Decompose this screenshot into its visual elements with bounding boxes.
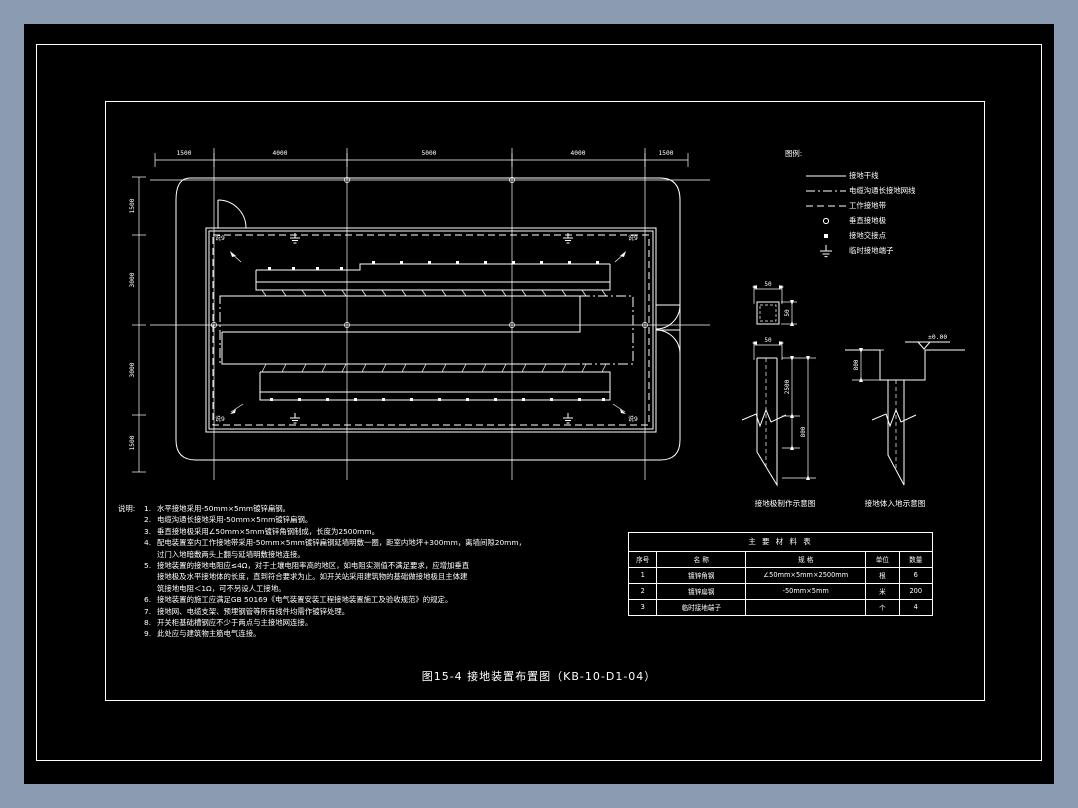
legend-label: 工作接地带 (849, 201, 886, 210)
note-number: 6. (144, 595, 152, 605)
cell-index: 1 (627, 567, 658, 584)
note-row: 7. 接地网、电缆支架、预埋钢管等所有线件均需作镀锌处理。 (118, 606, 618, 617)
note-text-cont: 过门入地暗敷两头上翻与延墙明敷接地连接。 (157, 549, 305, 559)
cell-qty: 4 (898, 599, 934, 616)
plan-marker-top-left: 说9 (215, 235, 225, 242)
legend-label: 电缆沟通长接地网线 (849, 186, 916, 195)
drawing-frame (105, 101, 985, 701)
note-text: 开关柜基础槽钢应不少于两点与主接地网连接。 (157, 618, 313, 628)
legend-item-main-earth-trunk: 接地干线 (803, 168, 916, 183)
cell-name: 临时接地端子 (656, 599, 747, 616)
cell-unit: 根 (865, 567, 900, 584)
column-header-name: 名 称 (656, 551, 747, 568)
cell-qty: 6 (898, 567, 934, 584)
note-number: 7. (144, 606, 152, 616)
note-row: 9. 此处应与建筑物主筋电气连接。 (118, 628, 618, 639)
column-header-spec: 规 格 (745, 551, 867, 568)
cell-index: 2 (627, 583, 658, 600)
legend-label: 临时接地端子 (849, 246, 894, 255)
legend-label: 垂直接地极 (849, 216, 886, 225)
cell-index: 3 (627, 599, 658, 616)
solid-line-icon (803, 168, 849, 183)
legend-item-cable-trench-ground-line: 电缆沟通长接地网线 (803, 183, 916, 198)
note-number: 9. (144, 629, 152, 639)
notes-block: 说明: 1. 水平接地采用-50mm×5mm镀锌扁钢。 2. 电缆沟通长接地采用… (118, 503, 618, 640)
cell-name: 镀锌角钢 (656, 567, 747, 584)
cell-unit: 个 (865, 599, 900, 616)
cell-unit: 米 (865, 583, 900, 600)
note-row: 3. 垂直接地极采用∠50mm×5mm镀锌角钢制成，长度为2500mm。 (118, 526, 618, 537)
cell-name: 镀锌扁钢 (656, 583, 747, 600)
note-number: 5. (144, 561, 152, 571)
cell-spec (745, 599, 867, 616)
table-header-row: 序号 名 称 规 格 单位 数量 (627, 551, 934, 568)
legend-title: 图例: (785, 149, 803, 158)
plan-marker-bottom-left: 说9 (215, 416, 225, 423)
cell-spec: -50mm×5mm (745, 583, 867, 600)
square-dot-icon (803, 228, 849, 243)
legend-label: 接地干线 (849, 171, 879, 180)
dashed-line-icon (803, 198, 849, 213)
plan-marker-bottom-right: 说9 (628, 416, 638, 423)
note-text: 接地网、电缆支架、预埋钢管等所有线件均需作镀锌处理。 (157, 606, 350, 616)
legend-label: 接地交接点 (849, 231, 886, 240)
note-text: 电缆沟通长接地采用-50mm×5mm镀锌扁钢。 (157, 515, 313, 525)
note-number: 1. (144, 504, 152, 513)
note-number: 4. (144, 538, 152, 548)
table-caption-row: 主 要 材 料 表 (628, 532, 933, 552)
legend: 图例: 接地干线 电缆沟通长接地网线 工作接地带 垂直接地极 (785, 148, 916, 258)
note-number: 2. (144, 515, 152, 525)
materials-table: 主 要 材 料 表 序号 名 称 规 格 单位 数量 1 镀锌角钢 ∠50mm×… (627, 532, 934, 616)
legend-item-vertical-electrode: 垂直接地极 (803, 213, 916, 228)
note-text: 水平接地采用-50mm×5mm镀锌扁钢。 (157, 504, 291, 513)
sheet-frame (36, 44, 1042, 761)
note-row: 5. 接地装置的接地电阻应≤4Ω，对于土壤电阻率高的地区，如电阻实测值不满足要求… (118, 560, 618, 571)
note-number: 8. (144, 618, 152, 628)
note-row: 8. 开关柜基础槽钢应不少于两点与主接地网连接。 (118, 617, 618, 628)
legend-item-temporary-earth-terminal: 临时接地端子 (803, 243, 916, 258)
materials-table-caption: 主 要 材 料 表 (628, 532, 933, 552)
circle-icon (803, 213, 849, 228)
column-header-unit: 单位 (865, 551, 900, 568)
note-row: 4. 配电装置室内工作接地带采用-50mm×5mm镀锌扁钢延墙明敷一圈，距室内地… (118, 537, 618, 548)
column-header-index: 序号 (627, 551, 658, 568)
dash-dot-line-icon (803, 183, 849, 198)
table-row: 3 临时接地端子 个 4 (627, 599, 934, 616)
note-text: 接地装置的施工应满足GB 50169《电气装置安装工程接地装置施工及验收规范》的… (157, 595, 453, 605)
plan-marker-top-right: 说9 (628, 235, 638, 242)
note-text: 接地装置的接地电阻应≤4Ω，对于土壤电阻率高的地区，如电阻实测值不满足要求，应增… (157, 561, 470, 571)
note-row: 说明: 1. 水平接地采用-50mm×5mm镀锌扁钢。 (118, 503, 618, 514)
table-row: 2 镀锌扁钢 -50mm×5mm 米 200 (627, 583, 934, 600)
note-row: 6. 接地装置的施工应满足GB 50169《电气装置安装工程接地装置施工及验收规… (118, 594, 618, 605)
earth-terminal-icon (803, 243, 849, 258)
column-header-qty: 数量 (898, 551, 934, 568)
note-row: 2. 电缆沟通长接地采用-50mm×5mm镀锌扁钢。 (118, 514, 618, 525)
note-text: 配电装置室内工作接地带采用-50mm×5mm镀锌扁钢延墙明敷一圈，距室内地坪+3… (157, 538, 526, 548)
note-text: 垂直接地极采用∠50mm×5mm镀锌角钢制成，长度为2500mm。 (157, 526, 379, 536)
legend-item-working-earth-belt: 工作接地带 (803, 198, 916, 213)
cell-qty: 200 (898, 583, 934, 600)
cell-spec: ∠50mm×5mm×2500mm (745, 567, 867, 584)
table-row: 1 镀锌角钢 ∠50mm×5mm×2500mm 根 6 (627, 567, 934, 584)
notes-label: 说明: (118, 504, 136, 513)
note-text-cont: 接地极及水平接地体的长度，直到符合要求为止。如开关站采用建筑物的基础做接地极且主… (157, 572, 468, 582)
drawing-title: 图15-4 接地装置布置图（KB-10-D1-04） (421, 670, 657, 683)
note-number: 3. (144, 526, 152, 536)
note-text: 此处应与建筑物主筋电气连接。 (157, 629, 261, 639)
legend-item-ground-junction-point: 接地交接点 (803, 228, 916, 243)
note-text-cont: 筑接地电阻＜1Ω，可不另设人工接地。 (157, 583, 286, 593)
